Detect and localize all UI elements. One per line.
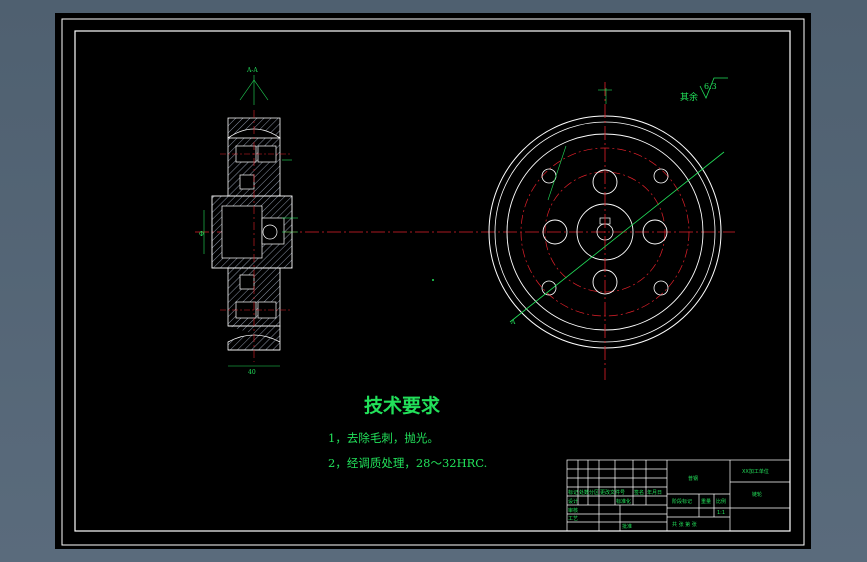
tb-audit: 审核: [568, 507, 578, 514]
tb-company: XX加工单位: [742, 468, 769, 475]
tb-sheet-info: 共 张 第 张: [672, 521, 697, 528]
outer-border: [61, 18, 805, 546]
tb-hdr-sign: 签名: [634, 489, 644, 496]
tb-material: 普钢: [688, 475, 698, 482]
tb-part-name: 链轮: [752, 491, 762, 498]
front-view: [488, 77, 728, 380]
tb-stage: 阶段标记: [672, 498, 692, 505]
tb-weight: 重量: [701, 498, 711, 505]
tb-scale-value: 1:1: [717, 510, 725, 516]
tb-hdr-zone: 分区: [589, 489, 599, 496]
dim-left: Φ: [199, 231, 204, 238]
tech-req-item-1: 1，去除毛刺，抛光。: [328, 431, 439, 445]
tb-scale: 比例: [716, 498, 726, 505]
tb-process: 工艺: [568, 516, 578, 522]
tech-req-item-2: 2，经调质处理，28～32HRC.: [328, 456, 487, 470]
roughness-prefix: 其余: [680, 91, 698, 103]
roughness-value: 6.3: [704, 82, 717, 91]
section-label-left: A: [510, 319, 516, 326]
tech-req-title: 技术要求: [364, 394, 441, 417]
section-view: [203, 75, 298, 367]
tb-hdr-mark: 标记: [568, 489, 578, 496]
dim-bottom: 40: [248, 369, 256, 376]
tb-standard: 标准化: [616, 498, 631, 505]
tb-approve: 批准: [622, 523, 632, 530]
tb-design: 设计: [568, 498, 578, 505]
tb-hdr-date: 年月日: [647, 489, 662, 496]
title-block: [566, 459, 791, 532]
inner-border: [74, 30, 791, 532]
section-label-top: A-A: [246, 67, 258, 74]
tb-hdr-doc: 更改文件号: [600, 489, 625, 496]
tb-hdr-count: 处数: [579, 489, 589, 496]
